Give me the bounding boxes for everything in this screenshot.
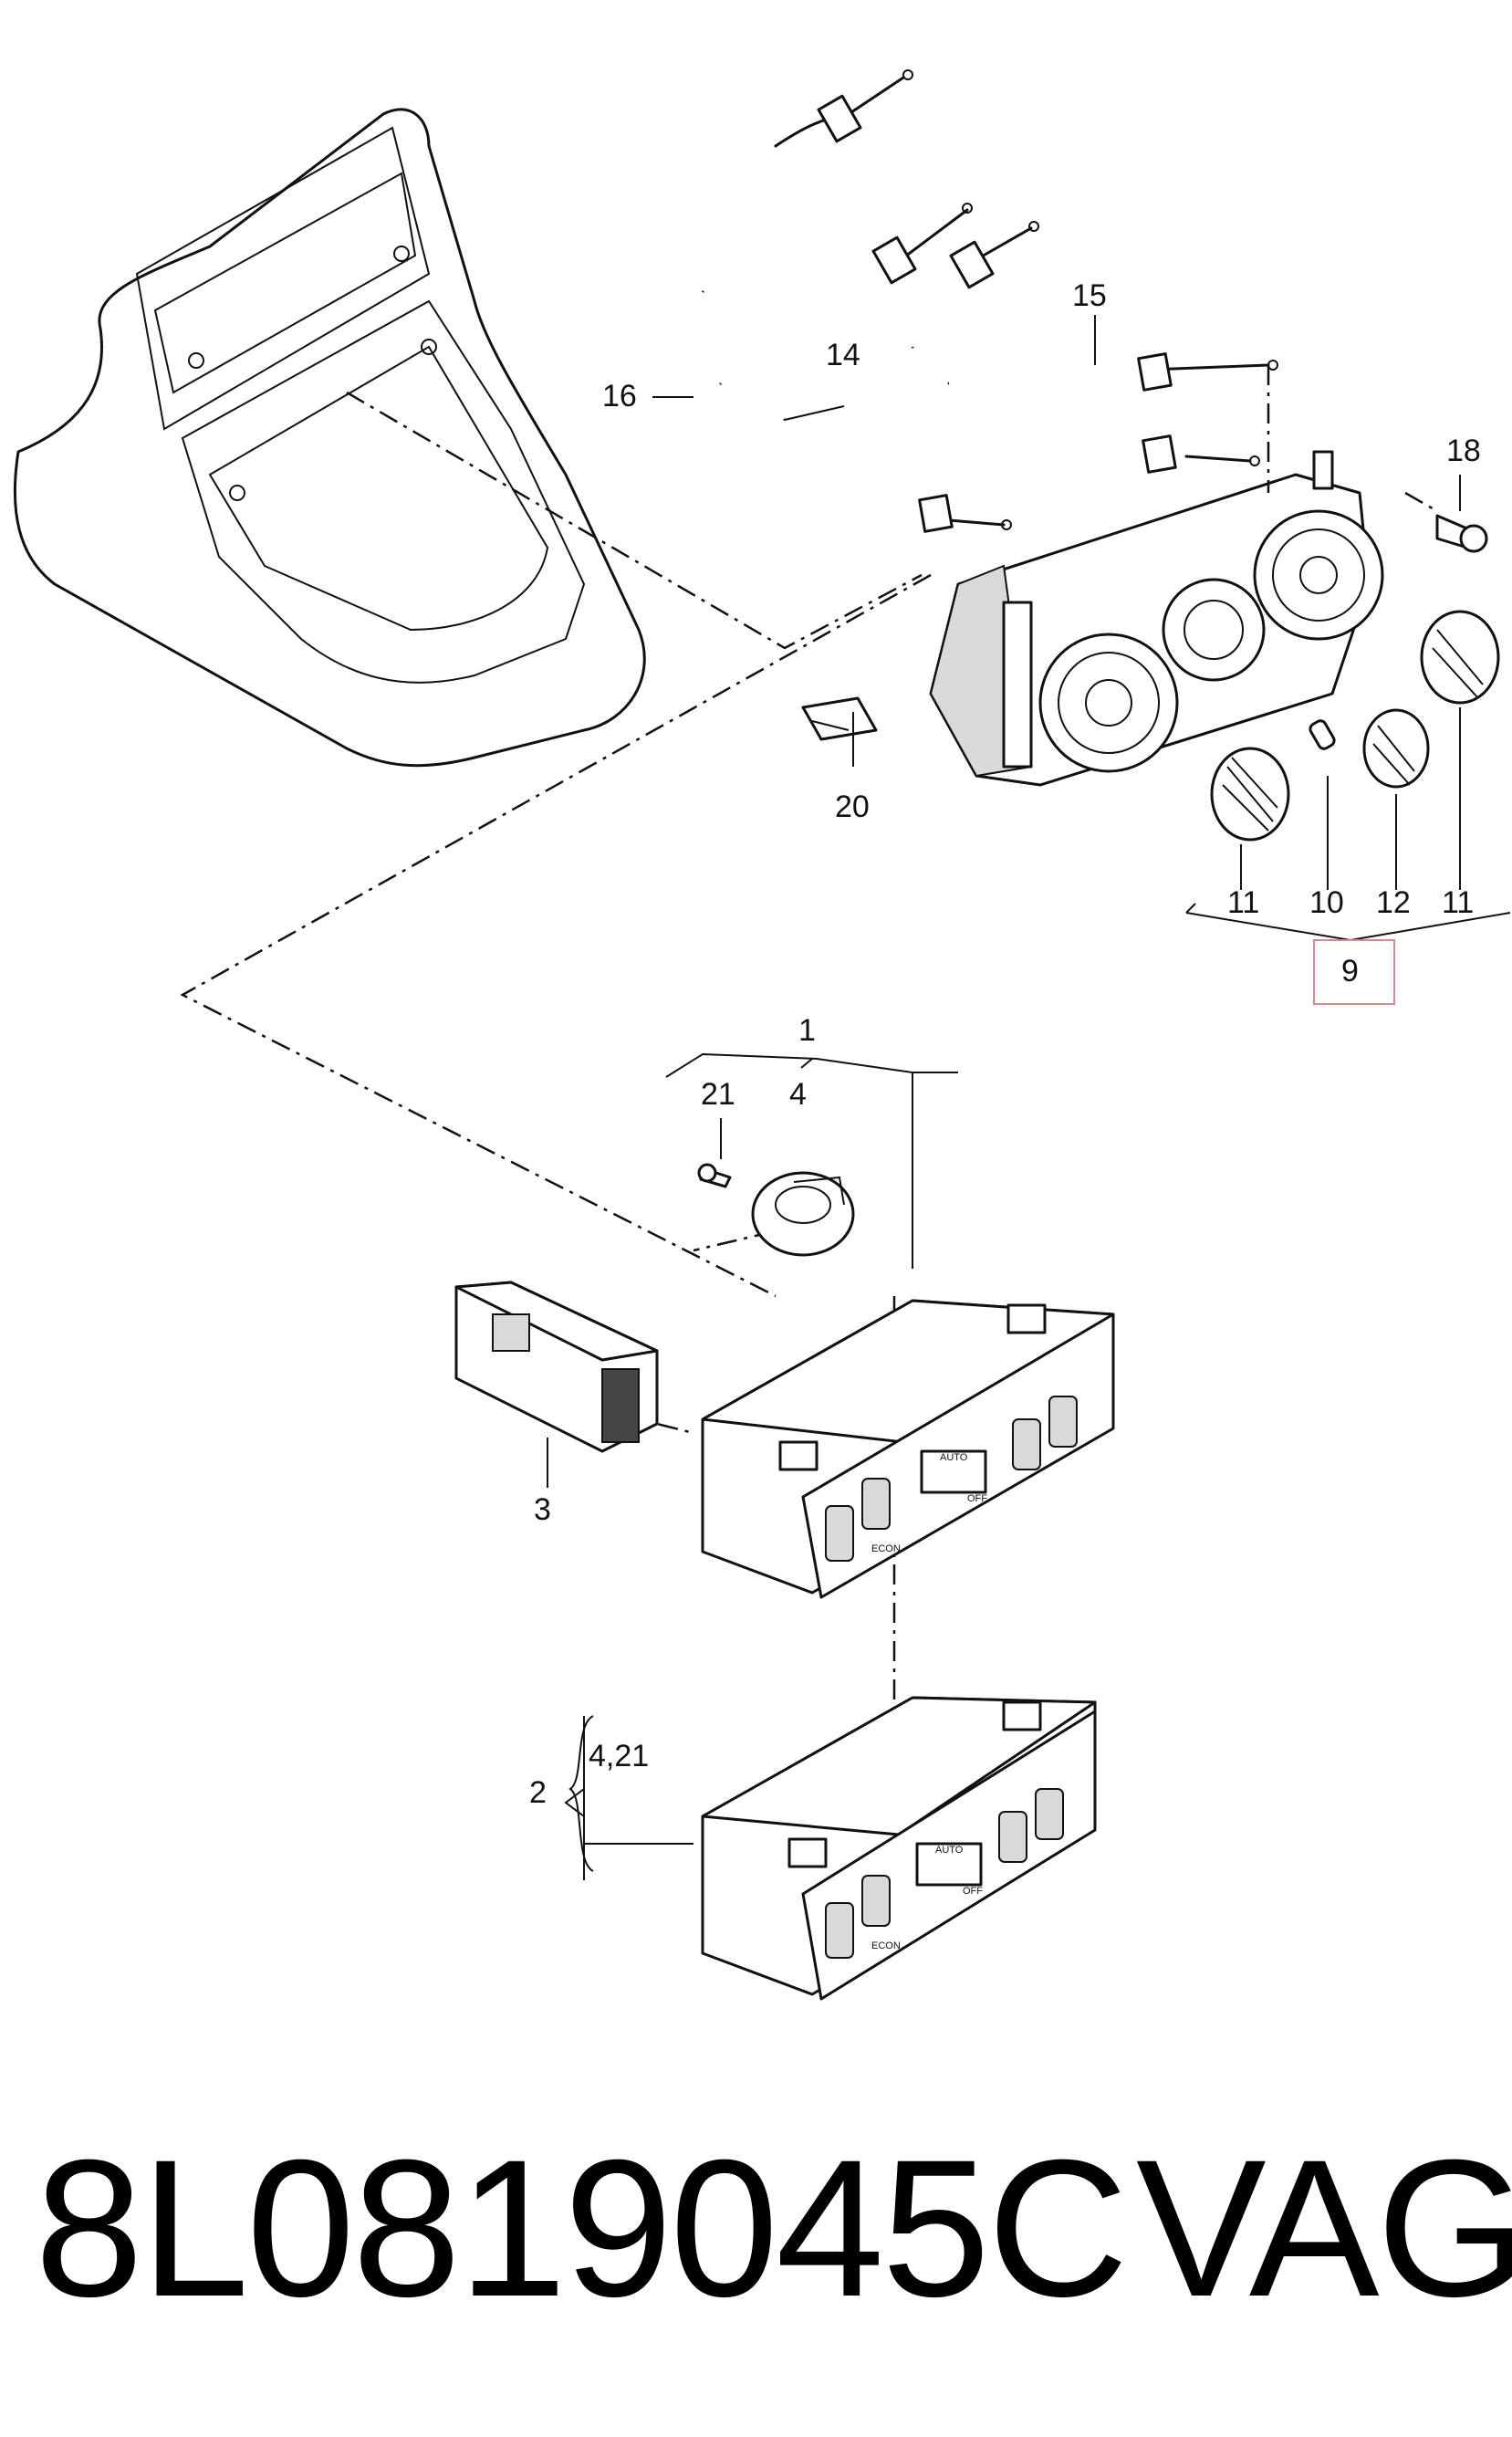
- brace-2: [568, 1715, 594, 1872]
- panel-2-econ-label: ECON: [871, 1940, 901, 1951]
- climate-panel-2: AUTO OFF ECON: [701, 1696, 1097, 2001]
- knob-12: [1362, 708, 1430, 789]
- callout-21: 21: [701, 1077, 735, 1112]
- clip-20: [801, 696, 878, 741]
- callout-11-right: 11: [1442, 885, 1474, 920]
- panel-2-auto-label: AUTO: [935, 1845, 964, 1856]
- console-trim-panel: [13, 108, 646, 768]
- sensor-disk-4: [751, 1171, 855, 1257]
- panel-2-off-label: OFF: [963, 1886, 983, 1897]
- heater-control-unit: [929, 450, 1384, 787]
- panel-1-off-label: OFF: [967, 1493, 987, 1504]
- part-number: 8L0819045C: [35, 2119, 1129, 2338]
- callout-18: 18: [1446, 434, 1481, 468]
- control-module-3: [454, 1281, 659, 1453]
- panel-1-econ-label: ECON: [871, 1543, 901, 1554]
- panel-1-auto-label: AUTO: [940, 1452, 968, 1463]
- callouts: 15 14 16 18 20 11 10 12 11 9 1 21 4 3 4,…: [529, 278, 1481, 1810]
- screw-18: [1435, 514, 1488, 553]
- callout-14: 14: [826, 338, 860, 372]
- knob-11-right: [1420, 610, 1500, 705]
- callout-11-left: 11: [1227, 885, 1259, 920]
- callout-12: 12: [1376, 885, 1411, 920]
- callout-3: 3: [534, 1492, 551, 1527]
- brand-name: VAG: [1136, 2119, 1512, 2338]
- knob-11-left: [1210, 747, 1290, 842]
- callout-10: 10: [1309, 885, 1344, 920]
- callout-4-21: 4,21: [589, 1739, 649, 1773]
- climate-panel-1: AUTO OFF ECON: [701, 1299, 1115, 1599]
- callout-9: 9: [1341, 954, 1359, 988]
- bowden-cables: [686, 69, 1278, 533]
- callout-2: 2: [529, 1775, 547, 1810]
- callout-16: 16: [602, 379, 637, 413]
- highlight-box-9: [1313, 939, 1395, 1005]
- callout-15: 15: [1072, 278, 1107, 313]
- callout-20: 20: [835, 790, 870, 824]
- bulb-10: [1309, 719, 1336, 750]
- screw-21: [697, 1163, 732, 1188]
- callout-1: 1: [798, 1013, 816, 1048]
- callout-4: 4: [789, 1077, 807, 1112]
